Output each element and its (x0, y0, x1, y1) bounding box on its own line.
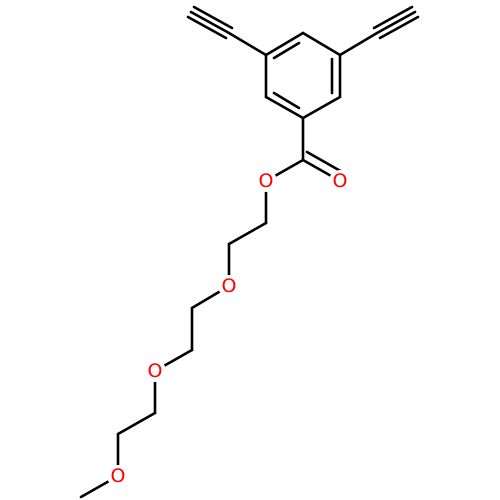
oxygen-label-ether-1: O (222, 275, 237, 297)
ethynyl-left-single (227, 31, 268, 57)
ring-double-bond-inner-1 (272, 41, 301, 60)
ethynyl-left-triple-2 (192, 5, 234, 30)
ethynyl-right (338, 5, 420, 57)
ethynyl-right-triple-2 (372, 5, 414, 30)
ring-bond-c3-c4 (264, 95, 305, 120)
oxygen-label-methoxy: O (111, 465, 126, 487)
ethynyl-right-single (338, 31, 379, 57)
oxygen-label-carbonyl: O (333, 170, 348, 192)
ring-bond-c6-c1 (301, 31, 342, 57)
ring-bond-c4-c5 (301, 95, 342, 120)
peg-chain (79, 179, 268, 499)
ethynyl-left-triple-1 (189, 10, 231, 35)
ethynyl-left (186, 5, 268, 57)
oxygen-atom-ether-1: O (218, 275, 240, 297)
oxygen-atom-ester: O (255, 170, 277, 192)
oxygen-atom-methoxy: O (107, 465, 129, 487)
carbonyl-double-bond-2 (305, 150, 346, 175)
oxygen-atom-carbonyl: O (329, 170, 351, 192)
oxygen-label-ester: O (259, 170, 274, 192)
ring-double-bond-inner-2 (272, 91, 301, 110)
chain-bond-8 (116, 411, 157, 436)
ethynyl-left-triple-3 (186, 15, 228, 40)
oxygen-atom-ether-2: O (144, 360, 166, 382)
benzene-ring (264, 31, 342, 120)
ethynyl-right-triple-3 (378, 15, 420, 40)
chain-bond-2 (227, 221, 268, 246)
oxygen-label-ether-2: O (148, 360, 163, 382)
ethynyl-right-triple-1 (375, 10, 417, 35)
ring-bond-c1-c2 (264, 31, 305, 57)
